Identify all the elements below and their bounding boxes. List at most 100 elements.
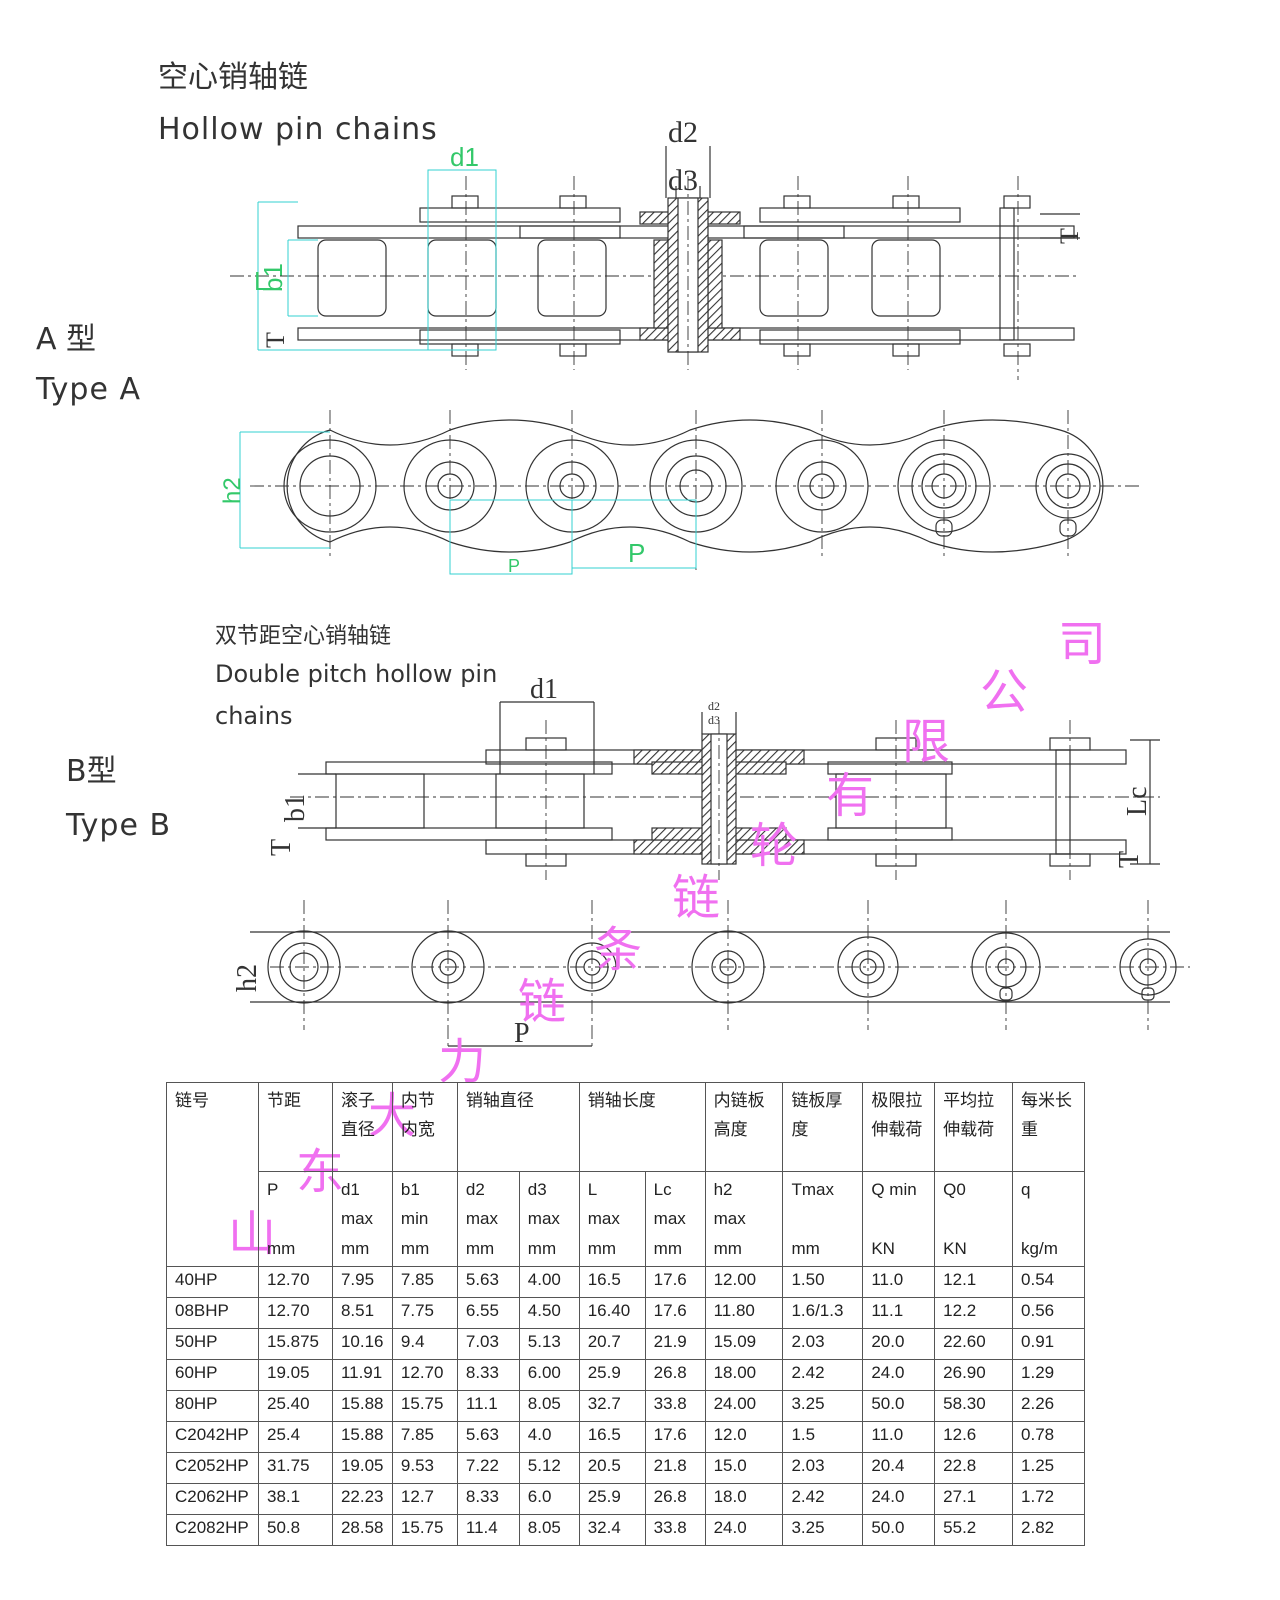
table-cell: 55.2	[934, 1514, 1014, 1546]
symbol-text: h2	[713, 1180, 733, 1199]
unit-cell: mm	[331, 1236, 393, 1267]
type-a-side-dimension-lines	[239, 431, 697, 575]
unit-cell: mm	[456, 1236, 520, 1267]
table-cell: 11.4	[456, 1514, 520, 1546]
table-cell: 8.05	[518, 1390, 580, 1422]
dim-label-d3-a: d3	[668, 164, 698, 197]
watermark-char: 公	[980, 664, 1029, 720]
header-tensile-strength: 极限拉伸载荷	[862, 1082, 936, 1172]
header-roller-diameter: 滚子直径	[331, 1082, 393, 1172]
symbol-text: Lc	[653, 1180, 672, 1199]
table-cell: 16.5	[578, 1266, 646, 1298]
table-cell: 1.29	[1012, 1359, 1085, 1391]
table-cell: 4.0	[518, 1421, 580, 1453]
table-cell: 2.03	[782, 1452, 864, 1484]
chain-number-cell: C2082HP	[166, 1514, 259, 1546]
watermark-char: 有	[826, 768, 875, 824]
table-cell: 15.88	[331, 1390, 393, 1422]
title-double-pitch-en-line1: Double pitch hollow pin	[215, 660, 498, 688]
symbol-text: b1	[400, 1180, 420, 1199]
header-pin-length: 销轴长度	[578, 1082, 706, 1172]
table-cell: 15.88	[331, 1421, 393, 1453]
table-cell: 8.05	[518, 1514, 580, 1546]
unit-cell: mm	[644, 1236, 706, 1267]
table-cell: 11.1	[862, 1297, 936, 1329]
header-symbol-p: P	[257, 1171, 333, 1236]
table-cell: 12.70	[391, 1359, 458, 1391]
chain-number-cell: 08BHP	[166, 1297, 259, 1329]
header-weight: 每米长重	[1012, 1082, 1085, 1172]
table-cell: 2.03	[782, 1328, 864, 1360]
symbol-text: d1	[340, 1180, 360, 1199]
header-symbol-d1: d1 max	[331, 1171, 393, 1236]
header-plate-thickness: 链板厚度	[782, 1082, 864, 1172]
table-cell: 24.0	[704, 1514, 784, 1546]
table-cell: 16.40	[578, 1297, 646, 1329]
unit-cell: mm	[704, 1236, 784, 1267]
table-cell: 0.91	[1012, 1328, 1085, 1360]
table-cell: 26.8	[644, 1359, 706, 1391]
watermark-char: 轮	[750, 818, 799, 874]
symbol-sub: min	[400, 1209, 429, 1228]
table-cell: 25.9	[578, 1359, 646, 1391]
table-cell: 25.40	[257, 1390, 333, 1422]
table-cell: 12.2	[934, 1297, 1014, 1329]
table-cell: 25.9	[578, 1483, 646, 1515]
table-cell: 7.85	[391, 1421, 458, 1453]
table-cell: 11.80	[704, 1297, 784, 1329]
table-cell: 3.25	[782, 1390, 864, 1422]
table-cell: 24.00	[704, 1390, 784, 1422]
table-cell: 7.75	[391, 1297, 458, 1329]
dim-label-d1-a: d1	[450, 142, 479, 172]
table-cell: 19.05	[257, 1359, 333, 1391]
table-cell: 6.0	[518, 1483, 580, 1515]
header-chain-no: 链号	[166, 1082, 259, 1172]
table-cell: 17.6	[644, 1266, 706, 1298]
chain-number-cell: 50HP	[166, 1328, 259, 1360]
symbol-sub: max	[465, 1209, 498, 1228]
table-cell: 25.4	[257, 1421, 333, 1453]
table-cell: 7.03	[456, 1328, 520, 1360]
table-cell: 11.91	[331, 1359, 393, 1391]
table-cell: 20.5	[578, 1452, 646, 1484]
table-cell: 15.0	[704, 1452, 784, 1484]
table-header-cn: 链号 节距 滚子直径 内节内宽 销轴直径 销轴长度 内链板高度 链板厚度 极限拉…	[166, 1082, 1085, 1172]
table-cell: 50.0	[862, 1390, 936, 1422]
table-cell: 12.6	[934, 1421, 1014, 1453]
table-cell: 15.75	[391, 1514, 458, 1546]
unit-cell: mm	[257, 1236, 333, 1267]
dim-label-d1-b: d1	[530, 674, 558, 705]
type-b-label-en: Type B	[66, 808, 172, 843]
unit-empty	[166, 1236, 259, 1267]
table-cell: 1.72	[1012, 1483, 1085, 1515]
watermark-char: 条	[594, 922, 643, 978]
table-cell: 12.7	[391, 1483, 458, 1515]
table-cell: 5.63	[456, 1421, 520, 1453]
symbol-sub: max	[527, 1209, 560, 1228]
symbol-sub: max	[340, 1209, 374, 1228]
table-cell: 24.0	[862, 1359, 936, 1391]
table-cell: 7.95	[331, 1266, 393, 1298]
symbol-sub: max	[587, 1209, 620, 1228]
symbol-text: Q0	[943, 1180, 966, 1199]
chain-number-cell: 40HP	[166, 1266, 259, 1298]
header-inner-width: 内节内宽	[391, 1082, 458, 1172]
type-a-side-view	[250, 410, 1140, 570]
table-cell: 0.78	[1012, 1421, 1085, 1453]
table-cell: 15.09	[704, 1328, 784, 1360]
dim-label-t-a-right: T	[1055, 228, 1084, 244]
type-b-side-view	[250, 900, 1190, 1047]
title-hollow-pin-en: Hollow pin chains	[158, 112, 438, 147]
table-cell: 6.00	[518, 1359, 580, 1391]
table-cell: 5.12	[518, 1452, 580, 1484]
table-cell: 12.70	[257, 1297, 333, 1329]
table-cell: 50.0	[862, 1514, 936, 1546]
